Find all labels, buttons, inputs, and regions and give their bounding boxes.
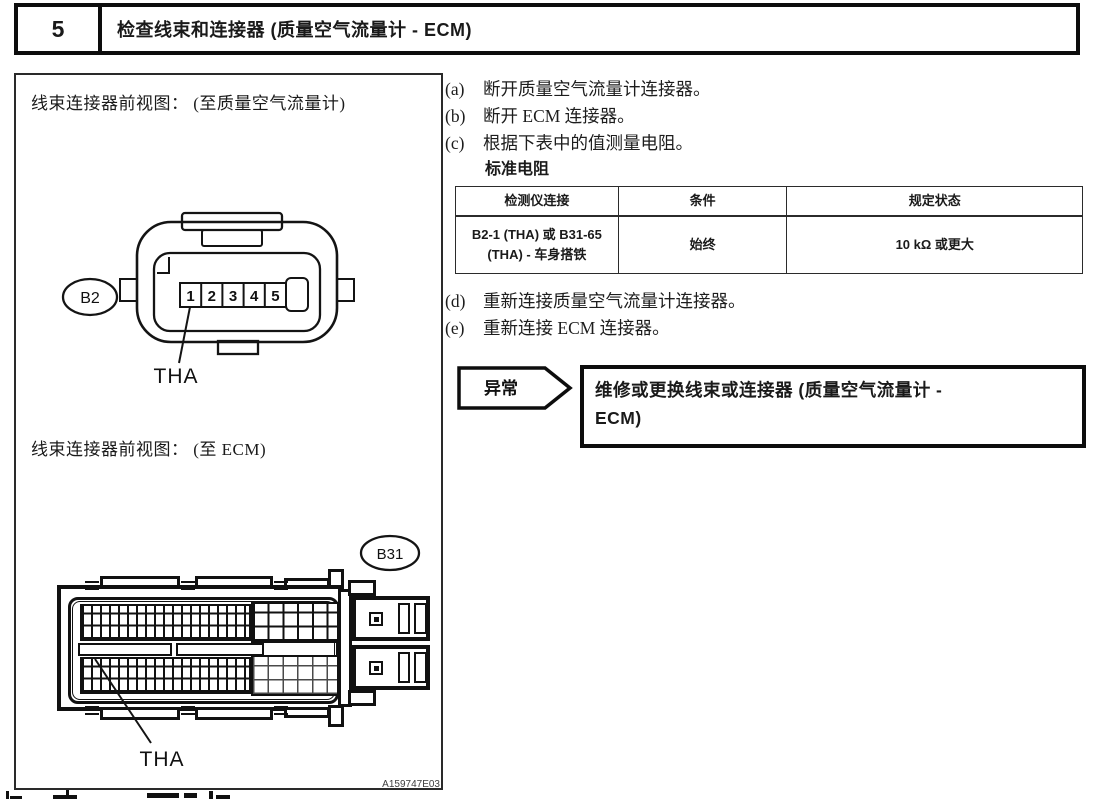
result-action-box: 维修或更换线束或连接器 (质量空气流量计 - ECM) xyxy=(580,365,1086,448)
b2-top-tab-inner xyxy=(201,229,263,247)
ecm-bottom-tab xyxy=(284,707,330,718)
table-cell: 10 kΩ 或更大 xyxy=(786,215,1083,274)
ecm-bottom-tab xyxy=(195,707,273,720)
b2-oval xyxy=(61,277,119,317)
procedure-step: (e) 重新连接 ECM 连接器。 xyxy=(445,315,1093,342)
ecm-bottom-tab xyxy=(100,707,180,720)
ecm-clip xyxy=(181,706,195,715)
result-action-text: 维修或更换线束或连接器 (质量空气流量计 - xyxy=(595,380,943,400)
b2-outer-shell xyxy=(135,220,339,344)
step-header: 5 检查线束和连接器 (质量空气流量计 - ECM) xyxy=(14,3,1080,55)
table-header-cell: 规定状态 xyxy=(786,186,1083,217)
table-header-cell: 条件 xyxy=(617,186,788,217)
procedure-list: (a) 断开质量空气流量计连接器。 (b) 断开 ECM 连接器。 (c) 根据… xyxy=(445,76,1093,448)
step-text: 重新连接质量空气流量计连接器。 xyxy=(483,291,746,311)
b2-wing-left xyxy=(119,278,138,302)
ecm-clip xyxy=(85,581,99,590)
ecm-latch-block-lower xyxy=(352,645,430,690)
ecm-clip xyxy=(274,706,288,715)
ecm-pin-grid-upper xyxy=(80,604,251,641)
figure-code: A159747E03 xyxy=(382,779,440,790)
ecm-latch-block-upper xyxy=(352,596,430,641)
table-row: B2-1 (THA) 或 B31-65 (THA) - 车身搭铁 始终 10 k… xyxy=(455,215,1083,274)
result-row: 异常 维修或更换线束或连接器 (质量空气流量计 - ECM) xyxy=(457,365,1093,448)
b2-bottom-tab xyxy=(216,339,260,356)
step-text: 根据下表中的值测量电阻。 xyxy=(483,133,693,153)
b2-tha-leader xyxy=(178,306,191,364)
step-text: 重新连接 ECM 连接器。 xyxy=(483,318,670,338)
step-title: 检查线束和连接器 (质量空气流量计 - ECM) xyxy=(117,20,472,40)
b2-pin-strip xyxy=(179,282,287,308)
ecm-inner-shell xyxy=(72,601,335,700)
ecm-center-rail xyxy=(176,643,264,656)
table-header-cell: 检测仪连接 xyxy=(455,186,619,217)
ecm-pin-grid-lower xyxy=(80,657,251,694)
step-label: (c) xyxy=(445,133,465,153)
ecm-neck xyxy=(338,589,352,707)
ecm-clip xyxy=(181,581,195,590)
result-condition-badge: 异常 xyxy=(457,366,573,410)
procedure-step: (a) 断开质量空气流量计连接器。 xyxy=(445,76,1093,103)
figure-panel: 线束连接器前视图： (至质量空气流量计) 线束连接器前视图： (至 ECM) xyxy=(14,73,443,790)
pin-number: 1 xyxy=(186,288,194,305)
step-label: (d) xyxy=(445,291,466,311)
pin-number: 5 xyxy=(271,288,279,305)
b2-key-slot xyxy=(285,277,309,312)
procedure-step: (b) 断开 ECM 连接器。 xyxy=(445,103,1093,130)
ecm-pin-grid-upper-right xyxy=(251,602,339,643)
pin-number: 4 xyxy=(250,288,259,305)
ecm-clip xyxy=(85,706,99,715)
result-condition-label: 异常 xyxy=(484,378,518,398)
figure-caption-maf: 线束连接器前视图： (至质量空气流量计) xyxy=(31,94,346,113)
ecm-latch-tab xyxy=(348,690,376,706)
b31-connector-label: B31 xyxy=(377,546,404,563)
resistance-table: 检测仪连接 条件 规定状态 B2-1 (THA) 或 B31-65 (THA) … xyxy=(455,186,1083,274)
step-text: 断开 ECM 连接器。 xyxy=(483,106,635,126)
pin-number: 2 xyxy=(208,288,216,305)
step-label: (a) xyxy=(445,79,465,99)
table-title: 标准电阻 xyxy=(485,161,550,178)
step-label: (b) xyxy=(445,106,466,126)
b31-oval xyxy=(359,534,421,572)
table-cell: 始终 xyxy=(617,215,788,274)
table-cell: B2-1 (THA) 或 B31-65 (THA) - 车身搭铁 xyxy=(455,215,619,274)
table-header-row: 检测仪连接 条件 规定状态 xyxy=(455,186,1083,217)
ecm-latch-tab xyxy=(348,580,376,596)
ecm-inner-shell xyxy=(68,597,339,704)
tha-label-b31: THA xyxy=(140,748,185,771)
procedure-step: (c) 根据下表中的值测量电阻。 xyxy=(445,130,1093,157)
ecm-center-rail xyxy=(78,643,172,656)
b2-inner-shell xyxy=(152,251,322,333)
procedure-step: (d) 重新连接质量空气流量计连接器。 xyxy=(445,288,1093,315)
ecm-clip xyxy=(274,581,288,590)
b2-top-tab xyxy=(180,211,284,232)
result-action-text: ECM) xyxy=(595,408,642,428)
ecm-pin-grid-lower-right xyxy=(251,655,339,696)
step-number: 5 xyxy=(18,7,102,51)
b2-notch xyxy=(157,257,170,274)
pin-number: 3 xyxy=(229,288,237,305)
figure-caption-ecm: 线束连接器前视图： (至 ECM) xyxy=(31,440,267,459)
tha-label-b2: THA xyxy=(154,365,199,388)
b2-wing-right xyxy=(336,278,355,302)
ecm-bottom-tab xyxy=(328,705,344,727)
b2-connector-label: B2 xyxy=(80,290,100,307)
step-label: (e) xyxy=(445,318,465,338)
step-text: 断开质量空气流量计连接器。 xyxy=(483,79,711,99)
